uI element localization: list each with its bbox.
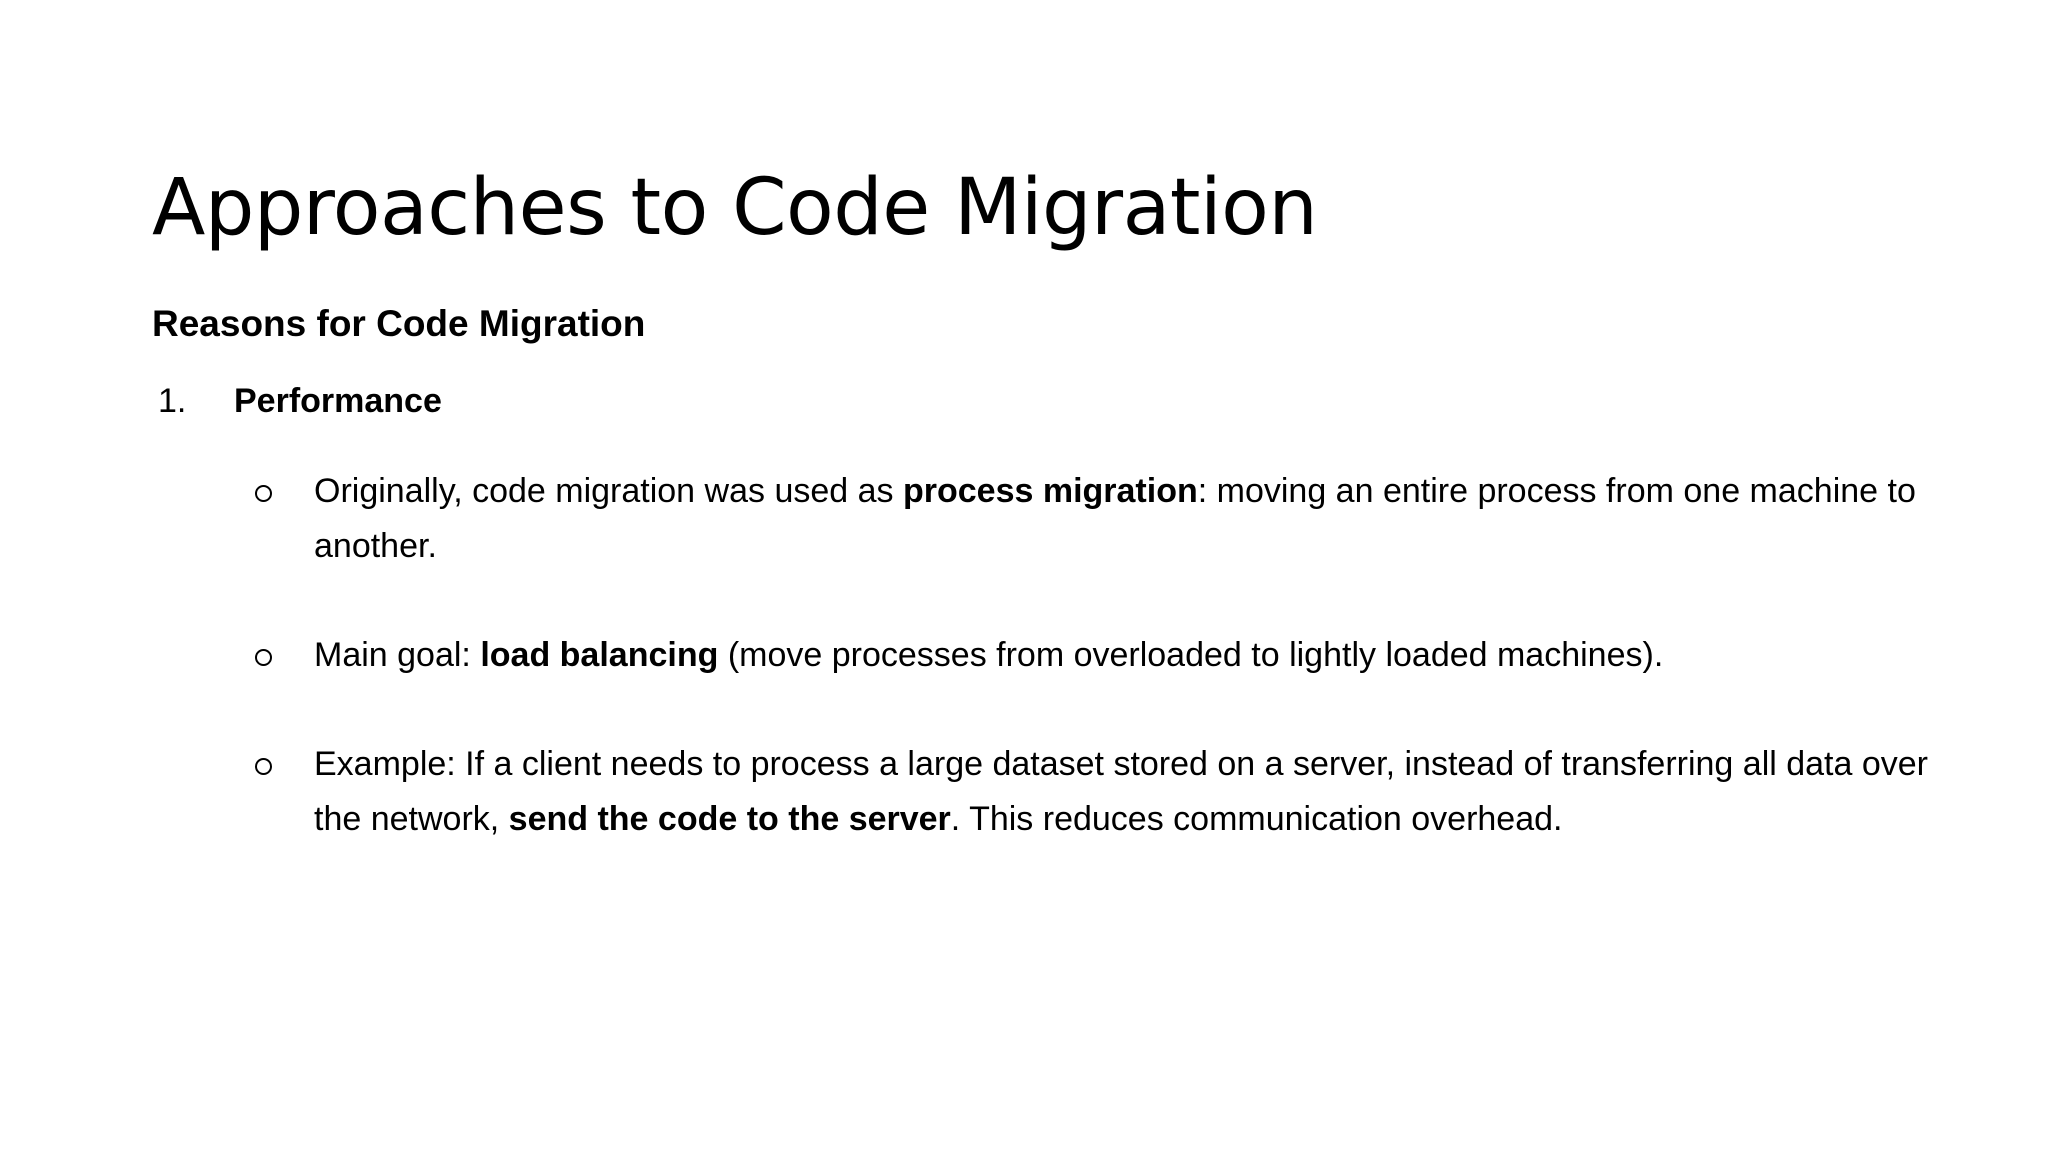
sub-bullet-list: Originally, code migration was used as p…	[234, 464, 1942, 847]
page-title: Approaches to Code Migration	[152, 163, 1318, 254]
hollow-circle-bullet-icon	[252, 737, 274, 792]
list-number-marker: 1.	[158, 382, 187, 420]
section-heading: Reasons for Code Migration	[152, 303, 646, 344]
bullet-text: Main goal: load balancing (move processe…	[314, 636, 1664, 674]
list-item-label: Performance	[234, 382, 442, 420]
list-item: Originally, code migration was used as p…	[234, 464, 1942, 574]
hollow-circle-bullet-icon	[252, 464, 274, 519]
list-item: Example: If a client needs to process a …	[234, 737, 1942, 847]
bullet-text: Example: If a client needs to process a …	[314, 745, 1929, 838]
numbered-list: 1. Performance Originally, code migratio…	[152, 378, 1942, 847]
bullet-text: Originally, code migration was used as p…	[314, 472, 1916, 565]
hollow-circle-bullet-icon	[252, 628, 274, 683]
list-item: Main goal: load balancing (move processe…	[234, 628, 1942, 683]
numbered-list-item: 1. Performance Originally, code migratio…	[152, 378, 1942, 847]
slide-body: Reasons for Code Migration 1. Performanc…	[152, 300, 1942, 847]
